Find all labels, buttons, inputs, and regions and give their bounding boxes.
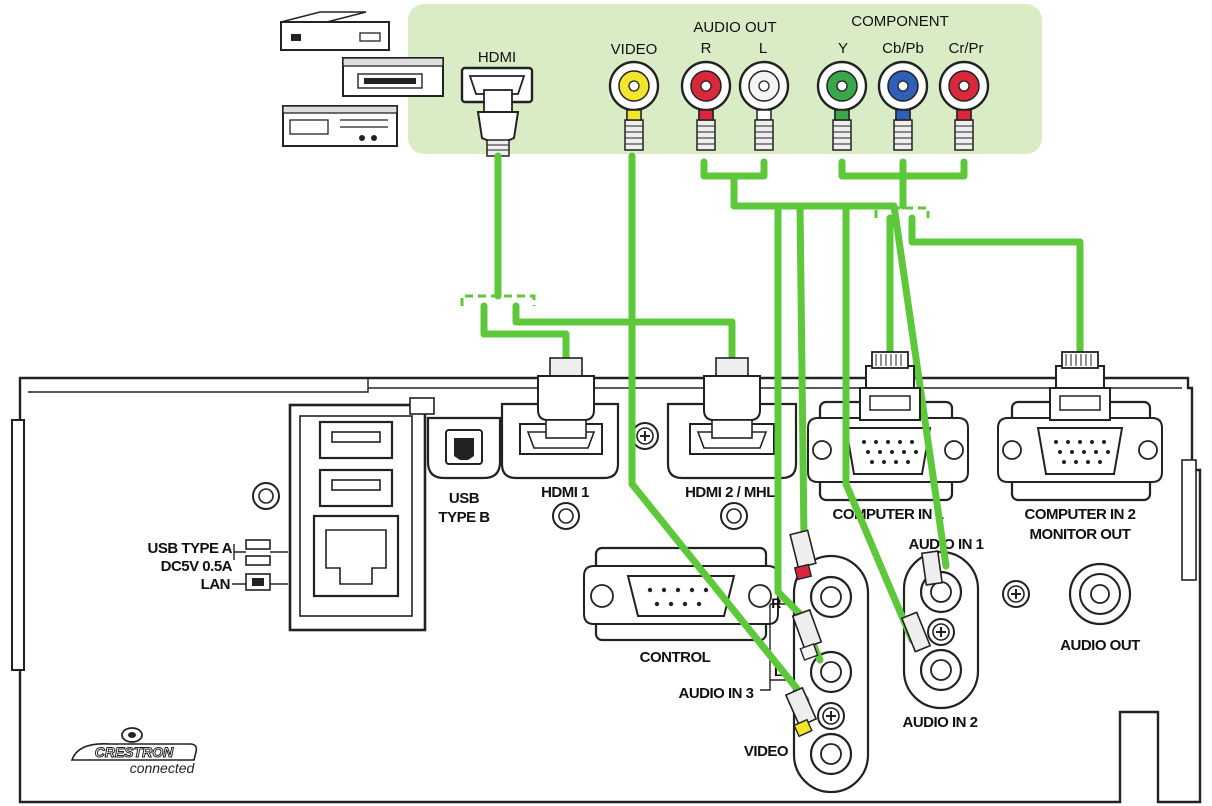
cable-hdmi [460,152,736,368]
lan-port[interactable] [312,514,400,598]
video-in-label: VIDEO [744,743,789,760]
monitor-out-label: MONITOR OUT [1030,526,1131,543]
vcr-icon [342,57,444,97]
lan-label: LAN [201,576,230,593]
hdmi-source-label: HDMI [478,49,516,66]
rca-jack-icon [608,60,660,112]
component-cb-pb-label: Cb/Pb [882,40,924,57]
audio-in-3-r-jack[interactable] [809,575,853,619]
audio-out-label: AUDIO OUT [1060,637,1140,654]
audio-r-label: R [701,40,712,57]
mini-jack-plug-audio-in-1 [920,550,944,586]
component-cr-pr-label: Cr/Pr [949,40,984,57]
hdmi-1-label: HDMI 1 [541,484,589,501]
usb-type-b-label: USB [449,490,480,507]
rca-plug-panel-r [789,529,817,581]
vga-port-icon [1049,351,1111,421]
component-source-label: COMPONENT [851,13,949,30]
screw-icon [252,482,280,510]
screw-icon [1002,580,1030,608]
audio-in-2-jack[interactable] [919,648,963,692]
crestron-brand: CRESTRON [95,744,174,760]
rca-plug-audio-l [754,109,774,151]
mini-jack-plug-audio-in-2 [900,611,932,653]
audio-out-jack[interactable] [1068,562,1132,626]
hdmi-2-mhl-label: HDMI 2 / MHL [685,484,775,501]
computer-in-2-port[interactable] [997,400,1163,502]
usb-type-b-label-2: TYPE B [438,509,490,526]
screw-icon [817,702,845,730]
screw-icon [720,502,748,530]
computer-in-2-label: COMPUTER IN 2 [1024,506,1135,523]
crestron-logo: CRESTRON connected [70,727,198,776]
usb-type-a-port-2[interactable] [318,468,394,508]
rca-plug-panel-l [791,608,823,661]
rca-jack-icon [680,60,732,112]
hdmi-plug-icon [537,357,595,439]
screw-icon [552,502,580,530]
screw-icon [927,618,955,646]
crestron-tagline: connected [130,760,196,776]
usb-lan-mini-icons [232,539,288,591]
dc5v-label: DC5V 0.5A [161,558,233,575]
audio-in-2-label: AUDIO IN 2 [902,714,977,731]
usb-type-a-label: USB TYPE A [148,540,233,557]
control-label: CONTROL [640,649,711,666]
cable-video [628,152,810,704]
video-in-jack[interactable] [809,732,853,776]
audio-out-source-label: AUDIO OUT [693,19,776,36]
rca-plug-panel-video [784,686,818,738]
hdmi-plug-icon [476,89,520,157]
set-top-box-icon [280,11,390,51]
usb-type-b-port[interactable] [426,416,502,480]
rca-jack-icon [816,60,868,112]
audio-l-label: L [759,40,767,57]
rca-jack-icon [877,60,929,112]
audio-in-3-label: AUDIO IN 3 [678,685,753,702]
control-port[interactable] [583,546,779,642]
screw-icon [631,422,659,450]
hdmi-plug-icon [703,357,761,439]
video-source-label: VIDEO [611,41,658,58]
audio-in-3-r-label: R [771,595,781,611]
rca-jack-icon [938,60,990,112]
usb-type-a-port-1[interactable] [318,420,394,460]
component-y-label: Y [838,40,848,57]
cable-component [838,158,1084,364]
rca-jack-icon [738,60,790,112]
dvd-player-icon [282,105,398,147]
vga-port-icon [859,351,921,421]
computer-in-1-label: COMPUTER IN 1 [832,506,943,523]
